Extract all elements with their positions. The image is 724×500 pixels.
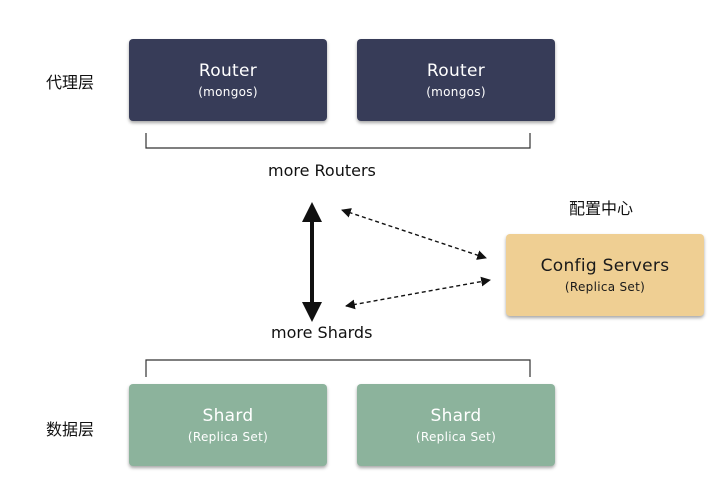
data-layer-label: 数据层	[46, 420, 95, 439]
router-title: Router	[426, 61, 486, 81]
shard-title: Shard	[202, 406, 254, 426]
router-subtitle: (mongos)	[198, 85, 258, 99]
shards-config-dashed-arrow	[345, 276, 491, 310]
router-subtitle: (mongos)	[426, 85, 486, 99]
more-shards-caption: more Shards	[271, 323, 373, 342]
router-node-2: Router (mongos)	[357, 39, 555, 121]
config-center-label: 配置中心	[569, 199, 634, 218]
routers-config-dashed-arrow	[341, 208, 487, 260]
config-servers-subtitle: (Replica Set)	[564, 280, 646, 294]
shard-subtitle: (Replica Set)	[187, 430, 269, 444]
config-servers-node: Config Servers (Replica Set)	[506, 234, 704, 316]
shard-title: Shard	[430, 406, 482, 426]
config-servers-title: Config Servers	[540, 256, 670, 276]
shards-bracket	[145, 359, 531, 377]
proxy-layer-label: 代理层	[46, 73, 95, 92]
more-routers-caption: more Routers	[268, 161, 376, 180]
routers-bracket	[145, 133, 531, 149]
router-title: Router	[198, 61, 258, 81]
shard-subtitle: (Replica Set)	[415, 430, 497, 444]
shard-node-2: Shard (Replica Set)	[357, 384, 555, 466]
shard-node-1: Shard (Replica Set)	[129, 384, 327, 466]
router-node-1: Router (mongos)	[129, 39, 327, 121]
